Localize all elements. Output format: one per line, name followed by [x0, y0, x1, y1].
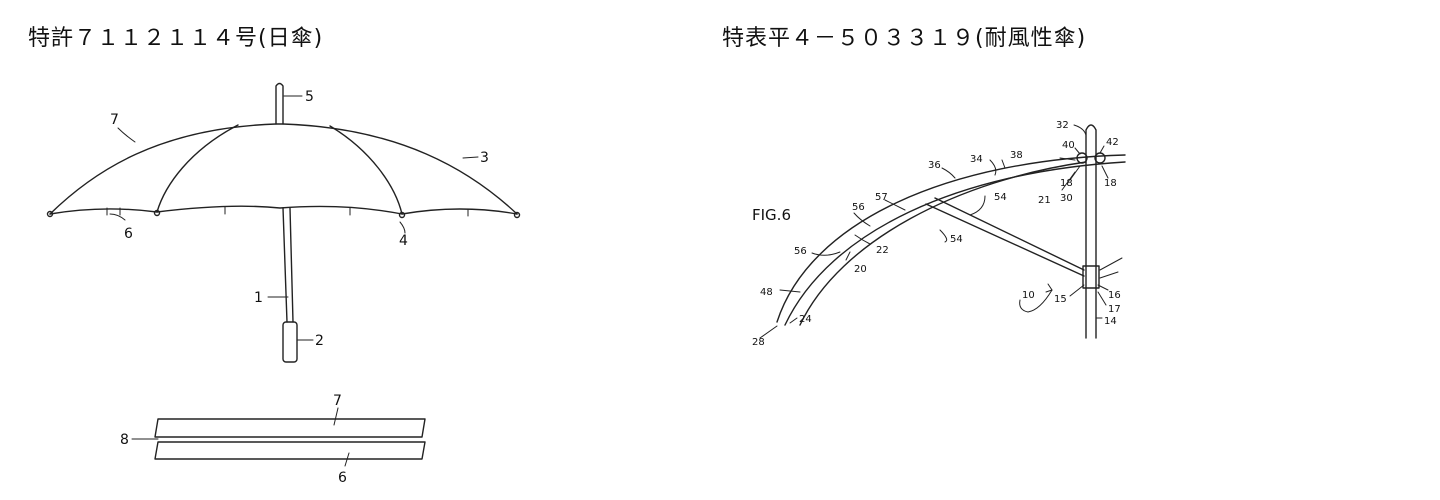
fig6-stretcher — [925, 197, 1085, 277]
label-28: 28 — [752, 337, 765, 348]
label-22: 22 — [876, 245, 889, 256]
rib-tip-mark — [513, 211, 521, 219]
layer-upper — [154, 418, 426, 438]
label-56-upper: 56 — [852, 202, 865, 213]
label-20: 20 — [854, 264, 867, 275]
fabric-cross-section: 7 8 6 — [120, 393, 426, 486]
label-38: 38 — [1010, 150, 1023, 161]
fig6-runner — [1082, 265, 1100, 289]
label-57: 57 — [875, 192, 888, 203]
rib-tip-mark — [398, 211, 406, 219]
umbrella-handle — [282, 321, 298, 363]
label-56-lower: 56 — [794, 246, 807, 257]
leader-line — [131, 407, 350, 467]
label-21: 21 — [1038, 195, 1051, 206]
label-48: 48 — [760, 287, 773, 298]
label-34: 34 — [970, 154, 983, 165]
fig6-curved-arrow-head — [1045, 283, 1053, 293]
umbrella-top-tip — [275, 82, 284, 125]
label-54-lower: 54 — [950, 234, 963, 245]
rib-tip-mark — [46, 210, 54, 218]
label-6: 6 — [124, 226, 133, 242]
leader-line — [759, 124, 1109, 339]
label-36: 36 — [928, 160, 941, 171]
label-24: 24 — [799, 314, 812, 325]
label-6-section: 6 — [338, 470, 347, 486]
label-8-section: 8 — [120, 432, 129, 448]
label-40: 40 — [1062, 140, 1075, 151]
label-18-left: 18 — [1060, 178, 1073, 189]
umbrella-drawing: 5 3 7 6 4 1 2 — [46, 82, 521, 363]
rib-tip-mark — [153, 209, 161, 217]
fig6-canopy-outer — [776, 154, 1126, 323]
label-4: 4 — [399, 233, 408, 249]
label-2: 2 — [315, 333, 324, 349]
label-30: 30 — [1060, 193, 1073, 204]
label-7-section: 7 — [333, 393, 342, 409]
label-7: 7 — [110, 112, 119, 128]
canopy-tab — [106, 206, 469, 217]
umbrella-rib-left — [156, 124, 239, 213]
label-16: 16 — [1108, 290, 1121, 301]
fig6-right-stub — [1099, 257, 1123, 279]
label-1: 1 — [254, 290, 263, 306]
label-5: 5 — [305, 89, 314, 105]
figure-label: FIG.6 — [752, 206, 791, 224]
label-17: 17 — [1108, 304, 1121, 315]
fig6-rib — [799, 161, 1087, 326]
umbrella-canopy-outline — [49, 123, 518, 215]
fig6-drawing: FIG.6 32 40 42 38 34 36 18 30 21 18 54 5… — [752, 120, 1126, 348]
layer-lower — [154, 441, 426, 460]
label-3: 3 — [480, 150, 489, 166]
label-18-right: 18 — [1104, 178, 1117, 189]
label-54-upper: 54 — [994, 192, 1007, 203]
patent-title-right: 特表平４－５０３３１９(耐風性傘) — [722, 26, 1087, 51]
patent-title-left: 特許７１１２１１４号(日傘) — [28, 26, 324, 51]
label-14: 14 — [1104, 316, 1117, 327]
fig6-canopy-inner — [784, 161, 1126, 326]
umbrella-rib-right — [329, 125, 403, 215]
label-32: 32 — [1056, 120, 1069, 131]
leader-line — [109, 95, 479, 341]
label-15: 15 — [1054, 294, 1067, 305]
fig6-curved-arrow — [1019, 289, 1053, 313]
label-42: 42 — [1106, 137, 1119, 148]
label-10: 10 — [1022, 290, 1035, 301]
umbrella-shaft — [282, 207, 294, 323]
umbrella-canopy-hem — [49, 205, 518, 215]
